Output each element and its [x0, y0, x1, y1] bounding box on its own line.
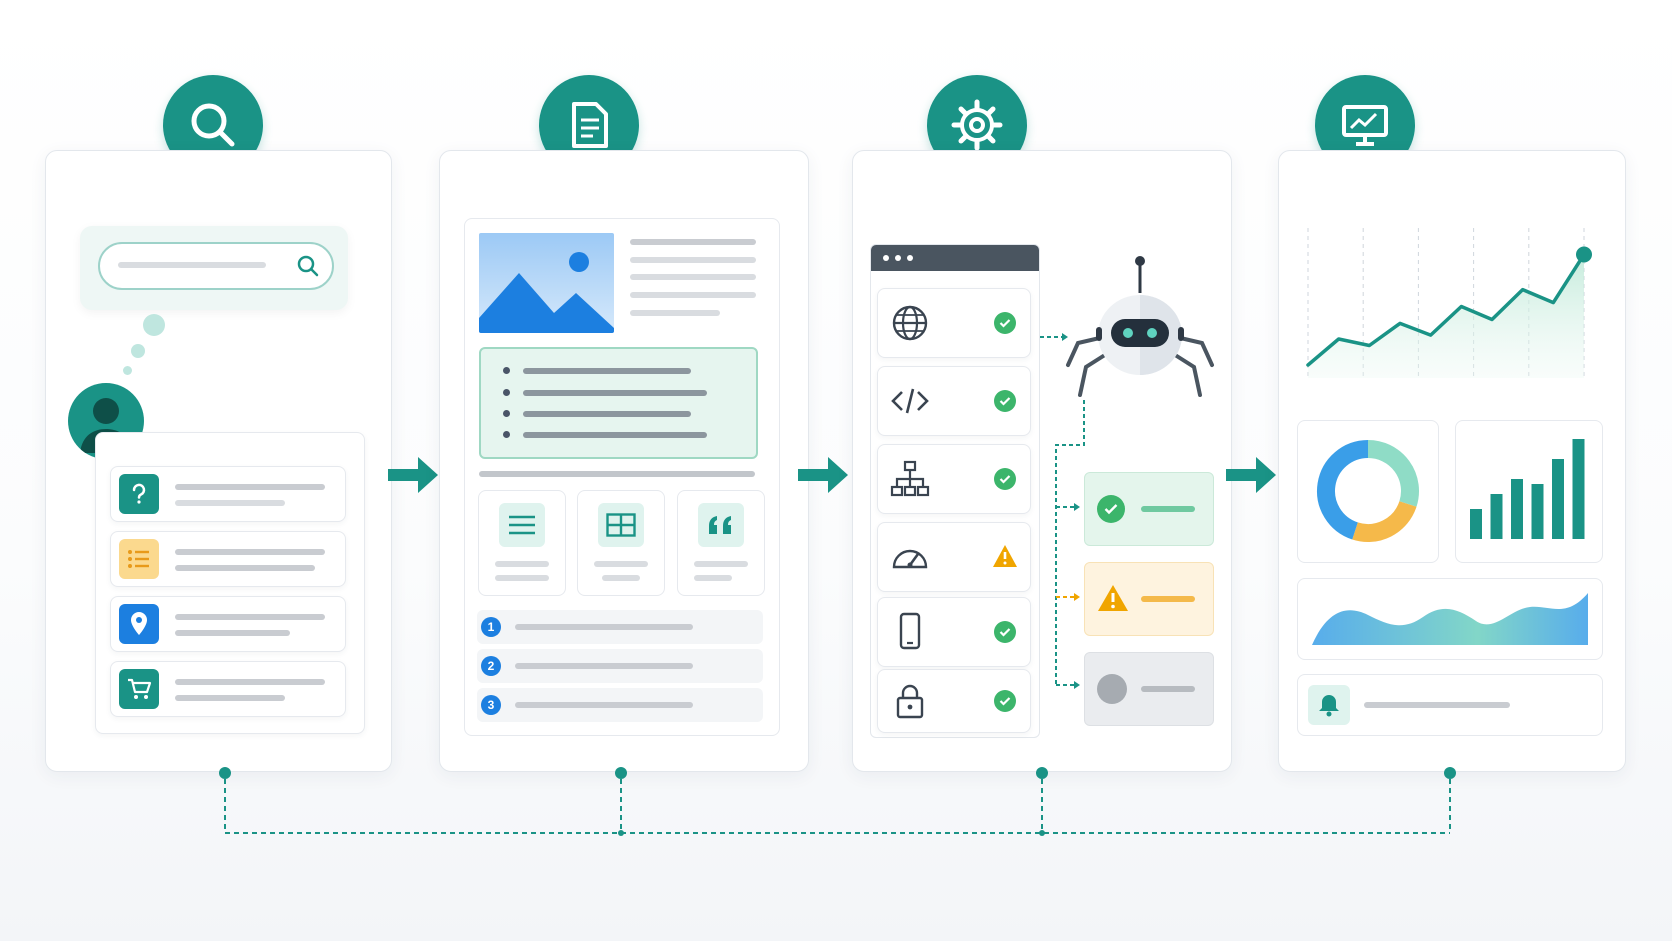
bar-chart-bar: [1470, 509, 1482, 539]
check-row-globe[interactable]: [877, 288, 1031, 358]
warning-icon: [1098, 585, 1128, 611]
check-icon: [994, 690, 1016, 712]
check-row-sitemap[interactable]: [877, 444, 1031, 514]
check-row-code[interactable]: [877, 366, 1031, 436]
result-item-2[interactable]: [110, 531, 346, 587]
highlighted-bullet-list: [479, 347, 758, 459]
robot-output-links: [1055, 400, 1085, 689]
outcome-neutral: [1084, 652, 1214, 726]
donut-slice: [1317, 440, 1369, 540]
check-row-lock[interactable]: [877, 669, 1031, 733]
block-table[interactable]: [577, 490, 665, 596]
donut-slice: [1352, 500, 1417, 542]
outcome-warning: [1084, 562, 1214, 636]
check-icon: [994, 312, 1016, 334]
search-icon: [191, 103, 235, 147]
numbered-item-2[interactable]: 2: [477, 649, 763, 683]
check-icon: [994, 468, 1016, 490]
globe-icon: [892, 305, 928, 341]
browser-titlebar: [871, 245, 1039, 271]
number-badge: 2: [481, 656, 501, 676]
analytics-monitor-icon: [1342, 105, 1388, 146]
check-row-speed[interactable]: [877, 522, 1031, 592]
area-wave-chart: [1312, 593, 1588, 645]
crawler-robot-icon: [1066, 256, 1214, 397]
flow-arrow-3: [1226, 457, 1276, 493]
thought-bubble-medium: [131, 344, 145, 358]
flow-arrow-1: [388, 457, 438, 493]
search-input[interactable]: [98, 242, 334, 290]
bar-chart: [1470, 439, 1585, 539]
mobile-icon: [899, 612, 921, 650]
document-icon: [572, 102, 608, 148]
gear-icon: [951, 99, 1003, 151]
result-item-3[interactable]: [110, 596, 346, 652]
bottom-connector-line: [219, 767, 1456, 836]
bar-chart-bar: [1511, 479, 1523, 539]
number-badge: 1: [481, 617, 501, 637]
numbered-item-3[interactable]: 3: [477, 688, 763, 722]
wave-chart-card: [1297, 578, 1603, 660]
check-row-mobile[interactable]: [877, 597, 1031, 667]
quote-block-icon: [709, 516, 731, 534]
code-icon: [891, 388, 929, 414]
bar-chart-card: [1455, 420, 1603, 563]
image-icon: [479, 233, 614, 333]
thought-bubble-large: [143, 314, 165, 336]
speedometer-icon: [892, 549, 928, 569]
bar-chart-bar: [1490, 494, 1503, 539]
check-icon: [1097, 495, 1125, 523]
sitemap-icon: [890, 460, 930, 497]
bar-chart-bar: [1552, 459, 1564, 539]
bar-chart-bar: [1572, 439, 1585, 539]
donut-card: [1297, 420, 1439, 563]
flow-arrow-2: [798, 457, 848, 493]
image-thumbnail: [479, 233, 614, 333]
number-badge: 3: [481, 695, 501, 715]
list-icon: [128, 550, 149, 568]
search-icon[interactable]: [296, 254, 320, 278]
table-block-icon: [606, 513, 636, 537]
cart-icon: [128, 678, 152, 699]
donut-chart: [1317, 440, 1419, 542]
alert-row[interactable]: [1297, 674, 1603, 736]
bell-icon: [1319, 695, 1339, 717]
block-list[interactable]: [478, 490, 566, 596]
map-pin-icon: [131, 612, 147, 635]
check-icon: [994, 621, 1016, 643]
line-chart-endpoint: [1576, 246, 1592, 263]
block-quote[interactable]: [677, 490, 765, 596]
result-item-4[interactable]: [110, 661, 346, 717]
question-icon: [132, 483, 146, 504]
thought-bubble-small: [123, 366, 132, 375]
bar-chart-bar: [1531, 484, 1544, 539]
numbered-item-1[interactable]: 1: [477, 610, 763, 644]
donut-slice: [1367, 440, 1419, 507]
check-icon: [994, 390, 1016, 412]
robot-link: [1040, 333, 1068, 341]
outcome-success: [1084, 472, 1214, 546]
warning-icon: [993, 545, 1017, 567]
lock-icon: [896, 684, 924, 719]
line-chart: [1306, 228, 1592, 378]
result-item-1[interactable]: [110, 466, 346, 522]
list-block-icon: [509, 515, 535, 535]
